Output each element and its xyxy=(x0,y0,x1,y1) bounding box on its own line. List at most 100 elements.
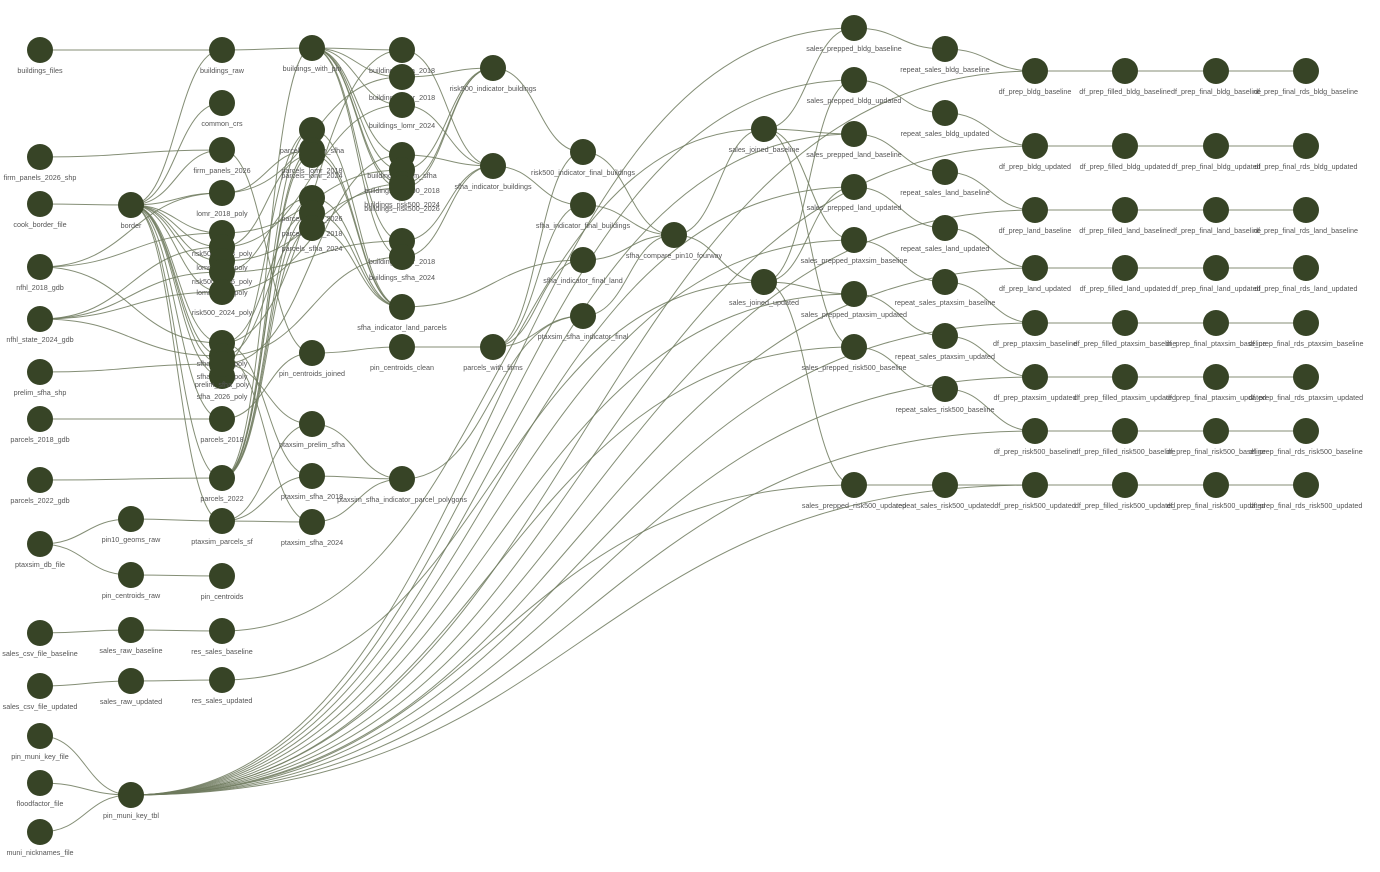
node-circle[interactable] xyxy=(299,340,325,366)
node-df_prep_filled_ptaxsim_updated[interactable]: df_prep_filled_ptaxsim_updated xyxy=(1074,364,1176,402)
node-circle[interactable] xyxy=(841,174,867,200)
node-circle[interactable] xyxy=(389,466,415,492)
node-cook_border_file[interactable]: cook_border_file xyxy=(13,191,67,229)
node-sfha_indicator_final_buildings[interactable]: sfha_indicator_final_buildings xyxy=(536,192,631,230)
node-circle[interactable] xyxy=(27,770,53,796)
node-circle[interactable] xyxy=(27,467,53,493)
node-res_sales_updated[interactable]: res_sales_updated xyxy=(192,667,253,705)
node-circle[interactable] xyxy=(1203,364,1229,390)
node-circle[interactable] xyxy=(1203,310,1229,336)
node-circle[interactable] xyxy=(1112,58,1138,84)
node-ptaxsim_sfha_2018[interactable]: ptaxsim_sfha_2018 xyxy=(281,463,343,501)
node-circle[interactable] xyxy=(1293,197,1319,223)
node-df_prep_filled_land_baseline[interactable]: df_prep_filled_land_baseline xyxy=(1079,197,1171,235)
node-pin10_geoms_raw[interactable]: pin10_geoms_raw xyxy=(102,506,162,544)
node-circle[interactable] xyxy=(1022,58,1048,84)
node-circle[interactable] xyxy=(1112,255,1138,281)
node-circle[interactable] xyxy=(118,617,144,643)
node-circle[interactable] xyxy=(661,222,687,248)
node-repeat_sales_land_updated[interactable]: repeat_sales_land_updated xyxy=(901,215,990,253)
node-df_prep_filled_land_updated[interactable]: df_prep_filled_land_updated xyxy=(1080,255,1171,293)
node-df_prep_filled_ptaxsim_baseline[interactable]: df_prep_filled_ptaxsim_baseline xyxy=(1074,310,1177,348)
node-circle[interactable] xyxy=(480,55,506,81)
node-prelim_sfha_shp[interactable]: prelim_sfha_shp xyxy=(14,359,67,397)
node-circle[interactable] xyxy=(932,472,958,498)
node-parcels_2018[interactable]: parcels_2018 xyxy=(200,406,244,444)
node-lomr_2018_poly[interactable]: lomr_2018_poly xyxy=(196,180,248,218)
node-repeat_sales_bldg_baseline[interactable]: repeat_sales_bldg_baseline xyxy=(900,36,990,74)
node-circle[interactable] xyxy=(932,269,958,295)
node-pin_centroids_joined[interactable]: pin_centroids_joined xyxy=(279,340,345,378)
node-sfha_indicator_buildings[interactable]: sfha_indicator_buildings xyxy=(454,153,532,191)
node-df_prep_bldg_baseline[interactable]: df_prep_bldg_baseline xyxy=(999,58,1072,96)
node-df_prep_filled_bldg_updated[interactable]: df_prep_filled_bldg_updated xyxy=(1080,133,1171,171)
node-circle[interactable] xyxy=(118,782,144,808)
node-circle[interactable] xyxy=(27,531,53,557)
node-circle[interactable] xyxy=(841,67,867,93)
node-sfha_indicator_final_land[interactable]: sfha_indicator_final_land xyxy=(543,247,623,285)
node-repeat_sales_ptaxsim_updated[interactable]: repeat_sales_ptaxsim_updated xyxy=(895,323,995,361)
node-df_prep_final_bldg_baseline[interactable]: df_prep_final_bldg_baseline xyxy=(1171,58,1261,96)
node-circle[interactable] xyxy=(1112,310,1138,336)
node-circle[interactable] xyxy=(27,723,53,749)
node-circle[interactable] xyxy=(1112,418,1138,444)
node-circle[interactable] xyxy=(209,618,235,644)
node-ptaxsim_parcels_sf[interactable]: ptaxsim_parcels_sf xyxy=(191,508,253,546)
node-circle[interactable] xyxy=(27,819,53,845)
node-circle[interactable] xyxy=(118,562,144,588)
node-parcels_2018_gdb[interactable]: parcels_2018_gdb xyxy=(10,406,70,444)
node-circle[interactable] xyxy=(1022,364,1048,390)
node-repeat_sales_ptaxsim_baseline[interactable]: repeat_sales_ptaxsim_baseline xyxy=(895,269,996,307)
node-circle[interactable] xyxy=(27,306,53,332)
node-sales_raw_baseline[interactable]: sales_raw_baseline xyxy=(99,617,163,655)
node-repeat_sales_risk500_baseline[interactable]: repeat_sales_risk500_baseline xyxy=(895,376,995,414)
node-sales_prepped_ptaxsim_updated[interactable]: sales_prepped_ptaxsim_updated xyxy=(801,281,907,319)
node-df_prep_ptaxsim_baseline[interactable]: df_prep_ptaxsim_baseline xyxy=(993,310,1077,348)
node-circle[interactable] xyxy=(299,411,325,437)
node-df_prep_final_rds_ptaxsim_updated[interactable]: df_prep_final_rds_ptaxsim_updated xyxy=(1249,364,1363,402)
node-circle[interactable] xyxy=(570,139,596,165)
node-circle[interactable] xyxy=(841,121,867,147)
node-circle[interactable] xyxy=(570,247,596,273)
node-parcels_with_firms[interactable]: parcels_with_firms xyxy=(463,334,523,372)
node-pin_centroids_clean[interactable]: pin_centroids_clean xyxy=(370,334,434,372)
node-circle[interactable] xyxy=(209,351,235,377)
node-circle[interactable] xyxy=(932,36,958,62)
node-floodfactor_file[interactable]: floodfactor_file xyxy=(17,770,64,808)
node-sales_prepped_risk500_updated[interactable]: sales_prepped_risk500_updated xyxy=(802,472,906,510)
node-circle[interactable] xyxy=(1293,418,1319,444)
node-sales_prepped_land_baseline[interactable]: sales_prepped_land_baseline xyxy=(806,121,902,159)
node-df_prep_filled_bldg_baseline[interactable]: df_prep_filled_bldg_baseline xyxy=(1079,58,1171,96)
node-ptaxsim_sfha_2024[interactable]: ptaxsim_sfha_2024 xyxy=(281,509,343,547)
node-ptaxsim_prelim_sfha[interactable]: ptaxsim_prelim_sfha xyxy=(279,411,345,449)
node-df_prep_final_risk500_baseline[interactable]: df_prep_final_risk500_baseline xyxy=(1166,418,1266,456)
node-df_prep_risk500_updated[interactable]: df_prep_risk500_updated xyxy=(994,472,1076,510)
node-circle[interactable] xyxy=(1022,310,1048,336)
node-circle[interactable] xyxy=(299,35,325,61)
node-circle[interactable] xyxy=(1022,133,1048,159)
node-df_prep_final_rds_risk500_baseline[interactable]: df_prep_final_rds_risk500_baseline xyxy=(1249,418,1363,456)
node-sales_prepped_risk500_baseline[interactable]: sales_prepped_risk500_baseline xyxy=(801,334,907,372)
node-circle[interactable] xyxy=(751,269,777,295)
node-circle[interactable] xyxy=(299,142,325,168)
node-circle[interactable] xyxy=(1293,133,1319,159)
node-buildings_with_pin[interactable]: buildings_with_pin xyxy=(283,35,342,73)
node-circle[interactable] xyxy=(1022,197,1048,223)
node-firm_panels_2026[interactable]: firm_panels_2026 xyxy=(193,137,251,175)
node-parcels_lomr_2024[interactable]: parcels_lomr_2024 xyxy=(281,142,343,180)
node-firm_panels_2026_shp[interactable]: firm_panels_2026_shp xyxy=(4,144,77,182)
node-circle[interactable] xyxy=(932,215,958,241)
node-buildings_lomr_2024[interactable]: buildings_lomr_2024 xyxy=(369,92,435,130)
node-sales_joined_updated[interactable]: sales_joined_updated xyxy=(729,269,799,307)
node-circle[interactable] xyxy=(118,192,144,218)
node-nfhl_state_2024_gdb[interactable]: nfhl_state_2024_gdb xyxy=(6,306,74,344)
node-df_prep_land_baseline[interactable]: df_prep_land_baseline xyxy=(999,197,1072,235)
node-circle[interactable] xyxy=(209,37,235,63)
node-res_sales_baseline[interactable]: res_sales_baseline xyxy=(191,618,253,656)
node-circle[interactable] xyxy=(209,180,235,206)
node-ptaxsim_sfha_indicator_final[interactable]: ptaxsim_sfha_indicator_final xyxy=(538,303,629,341)
node-circle[interactable] xyxy=(389,244,415,270)
node-df_prep_final_ptaxsim_baseline[interactable]: df_prep_final_ptaxsim_baseline xyxy=(1165,310,1267,348)
node-df_prep_final_land_updated[interactable]: df_prep_final_land_updated xyxy=(1171,255,1261,293)
node-circle[interactable] xyxy=(27,144,53,170)
